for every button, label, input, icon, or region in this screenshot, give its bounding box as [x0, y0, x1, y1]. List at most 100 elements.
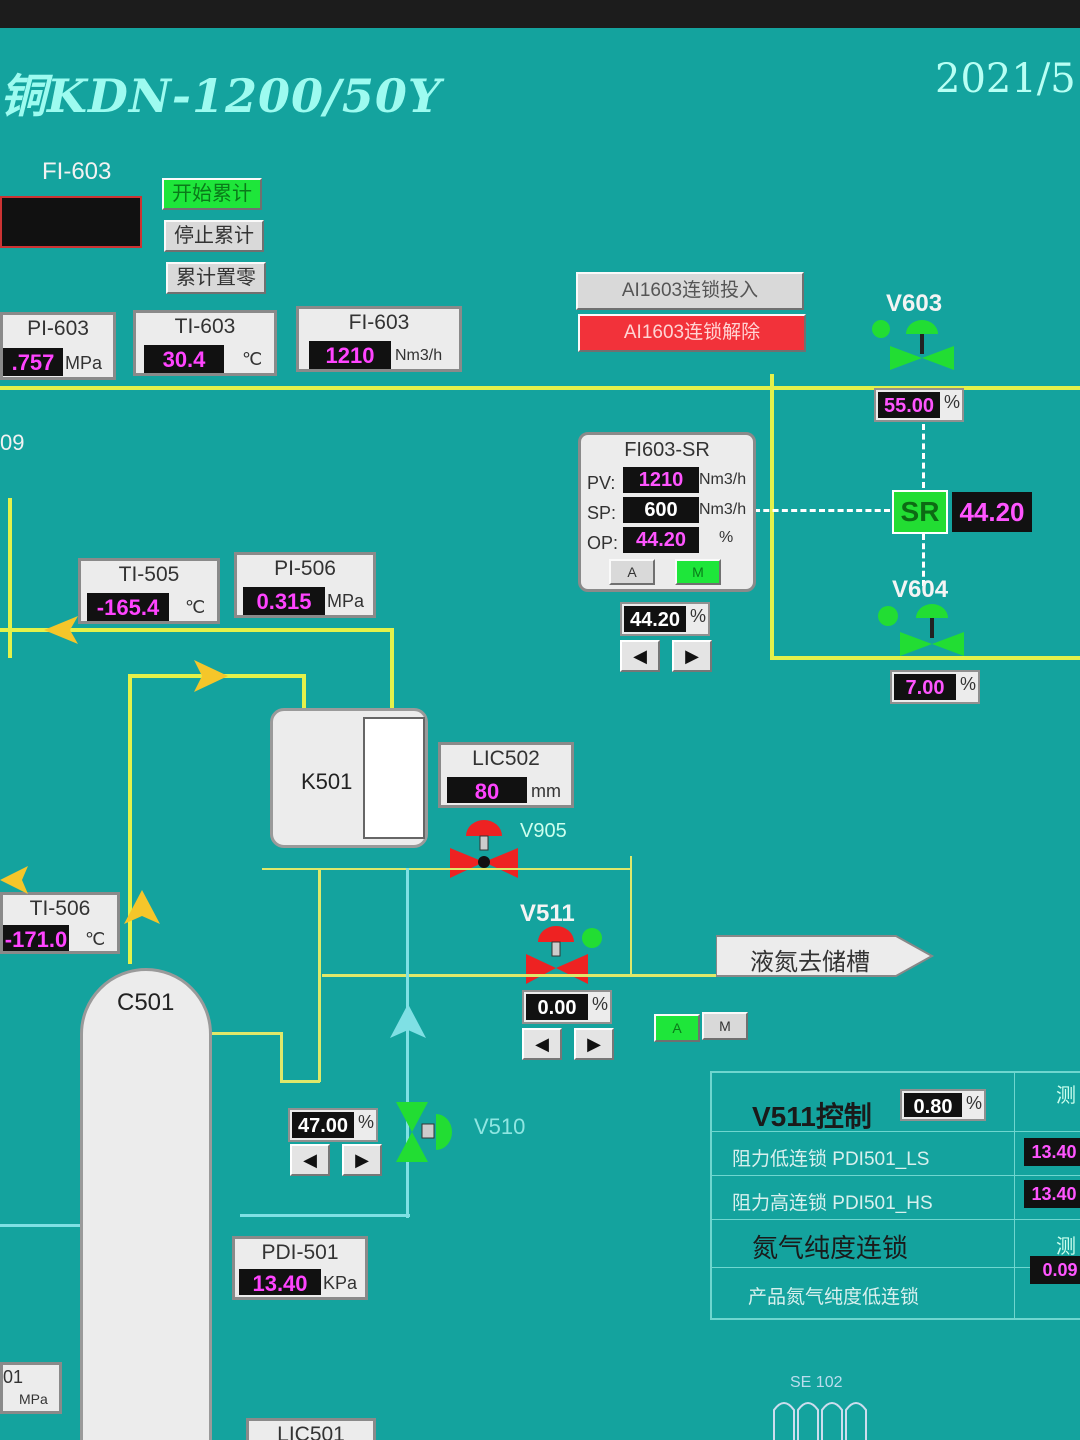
partial-09-tag: 09 [0, 430, 25, 455]
bypass-pipe-left [770, 374, 774, 660]
v511-line [322, 974, 722, 977]
ctrl-row-1-label: 阻力高连锁 PDI501_HS [732, 1193, 933, 1214]
v511-control-value: 0.80 [904, 1093, 962, 1118]
v511-manual-button[interactable]: M [702, 1012, 748, 1040]
v510-valve-icon[interactable] [392, 1100, 462, 1166]
k501-vessel[interactable]: K501 [270, 708, 428, 848]
v905-tag: V905 [520, 820, 567, 842]
pv-unit: Nm3/h [699, 471, 747, 488]
pi506-tag: PI-506 [274, 557, 336, 580]
signal-line-v604 [922, 534, 925, 586]
lic502-panel: LIC502 80 mm [438, 742, 574, 808]
ti505-value: -165.4 [87, 593, 169, 621]
v603-opening-unit: % [943, 392, 960, 412]
v905-line [262, 868, 632, 870]
accumulator-tag: FI-603 [42, 158, 112, 185]
v511-decrease-button[interactable]: ◀ [522, 1028, 562, 1060]
v511-control-unit: % [965, 1093, 982, 1113]
date-display: 2021/5 [935, 56, 1076, 102]
ctrl-row-1: 阻力高连锁 PDI501_HS 13.40 [712, 1175, 1080, 1220]
u-pipe-bottom [280, 1080, 320, 1083]
sp-label: SP: [587, 503, 617, 523]
v604-opening-value: 7.00 [894, 674, 956, 700]
ctrl-row-1-value: 13.40 [1024, 1180, 1080, 1208]
controller-output: 44.20 % [620, 602, 710, 636]
pi506-unit: MPa [327, 591, 365, 611]
signal-line-v603 [922, 424, 925, 488]
v510-vertical-pipe [406, 868, 409, 1218]
v604-opening: 7.00 % [890, 670, 980, 704]
c501-label: C501 [117, 989, 175, 1016]
pdi501-unit: KPa [323, 1273, 358, 1293]
sp-value[interactable]: 600 [623, 497, 699, 523]
flow-arrow-left-icon [44, 616, 78, 644]
v905-valve-icon[interactable] [448, 816, 520, 886]
ti603-panel: TI-603 30.4 ℃ [133, 310, 277, 376]
flow-arrow-up-icon [124, 890, 160, 924]
k501-inlet-pipe [390, 628, 394, 736]
fi603-value: 1210 [309, 341, 391, 369]
pi603-panel: PI-603 .757 MPa [0, 312, 116, 380]
flow-arrow-ti506-icon [0, 866, 28, 894]
reset-accumulate-button[interactable]: 累计置零 [166, 262, 266, 294]
start-accumulate-button[interactable]: 开始累计 [162, 178, 262, 210]
interlock-engage-button[interactable]: AI1603连锁投入 [576, 272, 804, 310]
ctrl-row-3: 产品氮气纯度低连锁 0.09 [712, 1256, 1080, 1316]
controller-decrease-button[interactable]: ◀ [620, 640, 660, 672]
fi603-sr-controller: FI603-SR PV: 1210 Nm3/h SP: 600 Nm3/h OP… [578, 432, 756, 592]
v510-increase-button[interactable]: ▶ [342, 1144, 382, 1176]
interlock-release-button[interactable]: AI1603连锁解除 [578, 314, 806, 352]
ctrl-row-2-label: 氮气纯度连锁 [752, 1233, 909, 1263]
main-pipe [0, 386, 1080, 390]
ctrl-row-2-value: 测 [1056, 1236, 1076, 1258]
v511-tag: V511 [520, 900, 575, 927]
v510-bottom-pipe [240, 1214, 410, 1217]
lic502-value: 80 [447, 777, 527, 804]
c501-column[interactable]: C501 [80, 968, 212, 1440]
ti506-panel: TI-506 -171.0 ℃ [0, 892, 120, 954]
k501-label: K501 [301, 769, 353, 794]
k501-level-gauge [363, 717, 425, 839]
c501-side-line [212, 1032, 282, 1035]
controller-auto-button[interactable]: A [609, 559, 655, 585]
v510-decrease-button[interactable]: ◀ [290, 1144, 330, 1176]
ctrl-row-0-label: 阻力低连锁 PDI501_LS [732, 1149, 930, 1170]
v511-table-header-right: 测 [1056, 1085, 1076, 1107]
pi501-partial-unit: MPa [19, 1391, 48, 1407]
v511-auto-button[interactable]: A [654, 1014, 700, 1042]
pdi501-value: 13.40 [239, 1269, 321, 1296]
fi603-tag: FI-603 [348, 311, 410, 334]
op-value: 44.20 [623, 527, 699, 553]
controller-output-unit: % [689, 606, 706, 626]
controller-increase-button[interactable]: ▶ [672, 640, 712, 672]
ctrl-row-0-value: 13.40 [1024, 1138, 1080, 1166]
v511-control-output: 0.80 % [900, 1089, 986, 1121]
flow-arrow-right-icon [194, 660, 228, 692]
lic502-tag: LIC502 [472, 747, 540, 770]
fi603-unit: Nm3/h [395, 347, 443, 364]
return-pipe [0, 628, 394, 632]
controller-tag: FI603-SR [624, 439, 710, 461]
v603-tag: V603 [886, 290, 943, 317]
ti506-value: -171.0 [3, 925, 69, 952]
v511-opening-unit: % [591, 994, 608, 1014]
pdi501-tag: PDI-501 [261, 1241, 339, 1264]
sp-unit: Nm3/h [699, 501, 747, 518]
v603-status-indicator [872, 320, 890, 338]
v511-increase-button[interactable]: ▶ [574, 1028, 614, 1060]
op-unit: % [719, 529, 734, 546]
v604-valve-icon[interactable] [896, 602, 968, 668]
stop-accumulate-button[interactable]: 停止累计 [164, 220, 264, 252]
pv-label: PV: [587, 473, 616, 493]
controller-manual-button[interactable]: M [675, 559, 721, 585]
lic501-partial-panel: LIC501 [246, 1418, 376, 1440]
lic501-tag: LIC501 [277, 1423, 345, 1440]
ti505-unit: ℃ [185, 597, 206, 617]
v510-opening-value: 47.00 [292, 1112, 354, 1138]
v511-opening: 0.00 % [522, 990, 612, 1024]
sr-block[interactable]: SR [892, 490, 948, 534]
v603-valve-icon[interactable] [886, 318, 958, 382]
k501-loop-left [128, 674, 132, 964]
left-pipe-upper [8, 498, 12, 658]
accumulator-display [0, 196, 142, 248]
